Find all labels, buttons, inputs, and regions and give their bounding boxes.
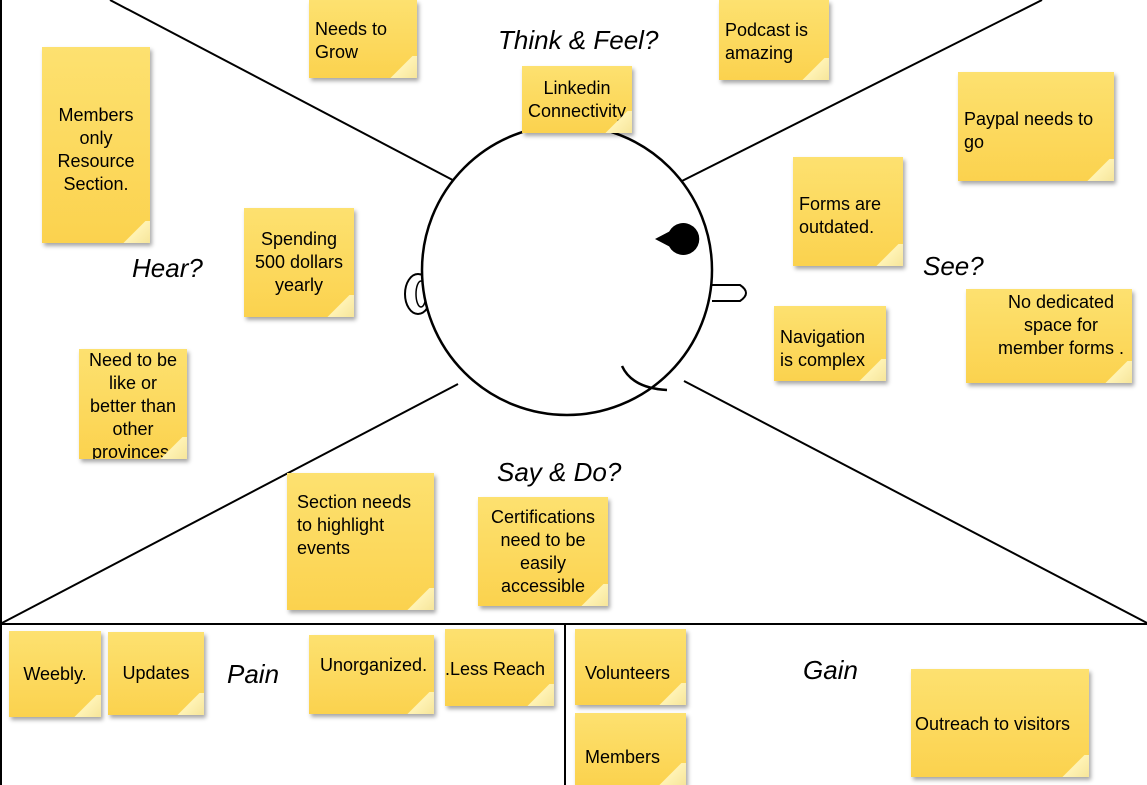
divider-top-left (109, 0, 467, 188)
note-navigation[interactable]: Navigation is complex (774, 306, 886, 381)
note-need-to-be-like[interactable]: Need to be like or better than other pro… (79, 349, 187, 459)
note-members-only[interactable]: Members only Resource Section. (42, 47, 150, 243)
note-paypal[interactable]: Paypal needs to go (958, 72, 1114, 181)
face (404, 123, 747, 417)
label-see: See? (923, 251, 984, 281)
label-say-do: Say & Do? (497, 457, 622, 487)
note-no-dedicated-space[interactable]: No dedicated space for member forms . (966, 289, 1132, 383)
face-eye (655, 223, 700, 255)
face-mouth (620, 365, 668, 392)
label-gain: Gain (803, 655, 858, 685)
note-spending[interactable]: Spending 500 dollars yearly (244, 208, 354, 317)
note-podcast[interactable]: Podcast is amazing (719, 0, 829, 80)
note-linkedin[interactable]: Linkedin Connectivity (522, 66, 632, 133)
divider-top-right (669, 0, 1043, 188)
divider-bottom-left (1, 383, 459, 624)
note-less-reach[interactable]: .Less Reach (445, 629, 554, 706)
face-head (420, 123, 714, 417)
note-outreach[interactable]: Outreach to visitors (911, 669, 1089, 777)
note-section-highlight[interactable]: Section needs to highlight events (287, 473, 434, 610)
note-unorganized[interactable]: Unorganized. (309, 635, 434, 714)
label-think-feel: Think & Feel? (498, 25, 659, 55)
note-weebly[interactable]: Weebly. (9, 631, 101, 717)
note-certifications[interactable]: Certifications need to be easily accessi… (478, 497, 608, 606)
note-members[interactable]: Members (575, 713, 686, 785)
label-pain: Pain (227, 659, 280, 689)
divider-bottom-right (683, 380, 1147, 624)
face-nose (712, 284, 747, 302)
label-hear: Hear? (132, 253, 203, 283)
note-forms-outdated[interactable]: Forms are outdated. (793, 157, 903, 266)
note-needs-to-grow[interactable]: Needs to Grow (309, 0, 417, 78)
note-volunteers[interactable]: Volunteers (575, 629, 686, 705)
note-updates[interactable]: Updates (108, 632, 204, 715)
